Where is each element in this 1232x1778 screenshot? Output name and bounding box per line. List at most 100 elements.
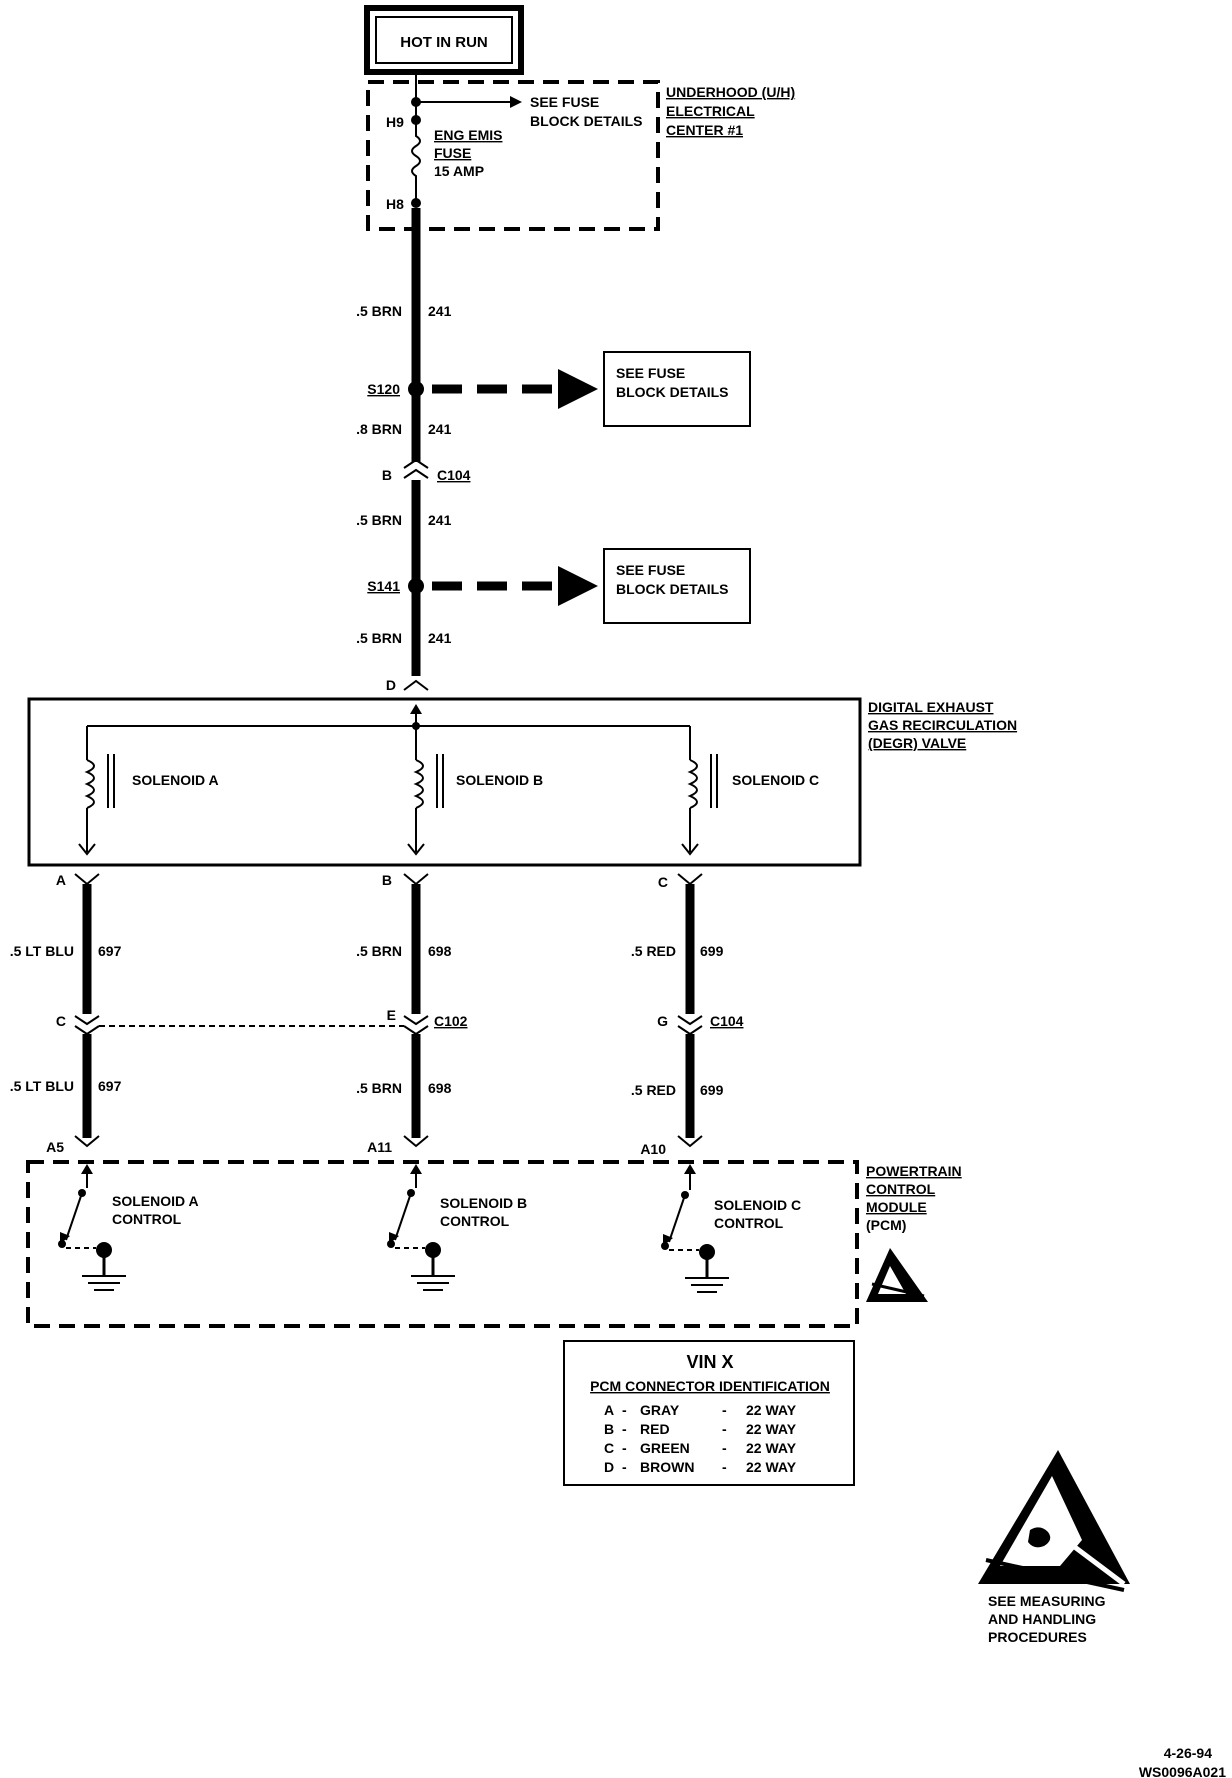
footer-code: WS0096A021 [1139, 1764, 1226, 1778]
esd-warning-small-icon [866, 1248, 928, 1302]
wire-circuit-4: 241 [428, 630, 452, 646]
see-fuse-label-1: SEE FUSE [530, 94, 599, 110]
underhood-title-3: CENTER #1 [666, 122, 743, 138]
branch-b-circuit-1: 698 [428, 943, 452, 959]
control-b-label-1: SOLENOID B [440, 1195, 527, 1211]
pcm-title-2: CONTROL [866, 1181, 936, 1197]
branch-b-mid-pin: E [387, 1007, 396, 1023]
control-c-label-2: CONTROL [714, 1215, 784, 1231]
control-a-label-1: SOLENOID A [112, 1193, 199, 1209]
esd-note-1: SEE MEASURING [988, 1593, 1106, 1609]
main-feed-wire: .5 BRN 241 .8 BRN 241 .5 BRN 241 .5 BRN … [356, 208, 452, 676]
solenoid-c: SOLENOID C [681, 726, 819, 856]
branch-c-pcm-pin: A10 [640, 1141, 666, 1157]
branch-b-pcm-pin: A11 [367, 1139, 392, 1155]
wire-size-4: .5 BRN [356, 630, 402, 646]
fuse-icon [411, 120, 421, 203]
branch-a-size-2: .5 LT BLU [10, 1078, 74, 1094]
arrow-right-icon [558, 369, 598, 409]
branch-c-valve-pin: C [658, 874, 668, 890]
h8-label: H8 [386, 196, 404, 212]
fuse-label-2: FUSE [434, 145, 471, 161]
terminal-h8 [411, 198, 421, 208]
branch-a-circuit-1: 697 [98, 943, 122, 959]
control-a-label-2: CONTROL [112, 1211, 182, 1227]
branch-a-mid-pin: C [56, 1013, 66, 1029]
solenoid-b: SOLENOID B [407, 726, 543, 856]
connector-c104-top: B C104 [382, 458, 471, 483]
splice-s120-label: S120 [367, 381, 400, 397]
row-ways: 22 WAY [746, 1421, 797, 1437]
wire-size-1: .5 BRN [356, 303, 402, 319]
underhood-electrical-center: UNDERHOOD (U/H) ELECTRICAL CENTER #1 SEE… [366, 72, 795, 231]
wire-circuit-1: 241 [428, 303, 452, 319]
branch-c: C .5 RED 699 G C104 .5 RED 699 A10 [631, 873, 744, 1157]
s141-box-line-2: BLOCK DETAILS [616, 581, 729, 597]
branch-b-mid-connector: C102 [434, 1013, 468, 1029]
svg-text:-: - [622, 1421, 627, 1437]
svg-text:-: - [722, 1440, 727, 1456]
row-color: BROWN [640, 1459, 694, 1475]
branch-b: B .5 BRN 698 E C102 .5 BRN 698 A11 [356, 872, 468, 1155]
valve-title-1: DIGITAL EXHAUST [868, 699, 994, 715]
solenoid-b-control-switch: SOLENOID B CONTROL [387, 1164, 527, 1291]
wire-size-3: .5 BRN [356, 512, 402, 528]
degr-valve: D DIGITAL EXHAUST GAS RECIRCULATION (DEG… [27, 677, 1017, 867]
row-pin: C [604, 1440, 614, 1456]
branch-c-circuit-1: 699 [700, 943, 724, 959]
row-pin: A [604, 1402, 614, 1418]
table-row: C - GREEN - 22 WAY [604, 1440, 797, 1456]
branch-b-valve-pin: B [382, 872, 392, 888]
branch-c-mid-pin: G [657, 1013, 668, 1029]
svg-text:-: - [722, 1421, 727, 1437]
table-row: A - GRAY - 22 WAY [604, 1402, 797, 1418]
c104-top-connector: C104 [437, 467, 471, 483]
footer-date: 4-26-94 [1164, 1745, 1212, 1761]
underhood-title-2: ELECTRICAL [666, 103, 755, 119]
branch-a-size-1: .5 LT BLU [10, 943, 74, 959]
row-color: GREEN [640, 1440, 690, 1456]
splice-s141-label: S141 [367, 578, 400, 594]
svg-text:-: - [722, 1402, 727, 1418]
branch-b-size-2: .5 BRN [356, 1080, 402, 1096]
branch-c-circuit-2: 699 [700, 1082, 724, 1098]
splice-s120: S120 SEE FUSE BLOCK DETAILS [367, 351, 751, 427]
esd-note-2: AND HANDLING [988, 1611, 1096, 1627]
fuse-label-1: ENG EMIS [434, 127, 502, 143]
branch-b-size-1: .5 BRN [356, 943, 402, 959]
valve-input-pin: D [386, 677, 396, 693]
branch-a-circuit-2: 697 [98, 1078, 122, 1094]
esd-note-3: PROCEDURES [988, 1629, 1087, 1645]
pcm-title-3: MODULE [866, 1199, 927, 1215]
fuse-label-3: 15 AMP [434, 163, 484, 179]
esd-warning-icon [978, 1450, 1130, 1592]
row-ways: 22 WAY [746, 1459, 797, 1475]
solenoid-b-label: SOLENOID B [456, 772, 543, 788]
valve-title-3: (DEGR) VALVE [868, 735, 966, 751]
see-fuse-arrow-icon [510, 96, 522, 108]
row-pin: D [604, 1459, 614, 1475]
underhood-title-1: UNDERHOOD (U/H) [666, 84, 795, 100]
s120-box-line-2: BLOCK DETAILS [616, 384, 729, 400]
s120-box-line-1: SEE FUSE [616, 365, 685, 381]
branch-c-mid-connector: C104 [710, 1013, 744, 1029]
row-pin: B [604, 1421, 614, 1437]
coil-icon [413, 759, 424, 809]
branch-a-valve-pin: A [56, 872, 66, 888]
branch-a-pcm-pin: A5 [46, 1139, 64, 1155]
c104-top-pin: B [382, 467, 392, 483]
solenoid-c-control-switch: SOLENOID C CONTROL [661, 1164, 801, 1293]
table-subtitle: PCM CONNECTOR IDENTIFICATION [590, 1378, 830, 1394]
valve-title-2: GAS RECIRCULATION [868, 717, 1017, 733]
branch-c-size-2: .5 RED [631, 1082, 676, 1098]
branch-b-circuit-2: 698 [428, 1080, 452, 1096]
hot-in-run-box: HOT IN RUN [364, 5, 524, 75]
control-b-label-2: CONTROL [440, 1213, 510, 1229]
s141-box-line-1: SEE FUSE [616, 562, 685, 578]
wire-size-2: .8 BRN [356, 421, 402, 437]
branch-c-size-1: .5 RED [631, 943, 676, 959]
row-color: RED [640, 1421, 670, 1437]
pcm-module: POWERTRAIN CONTROL MODULE (PCM) SOLENOID… [26, 1160, 962, 1328]
solenoid-c-label: SOLENOID C [732, 772, 819, 788]
